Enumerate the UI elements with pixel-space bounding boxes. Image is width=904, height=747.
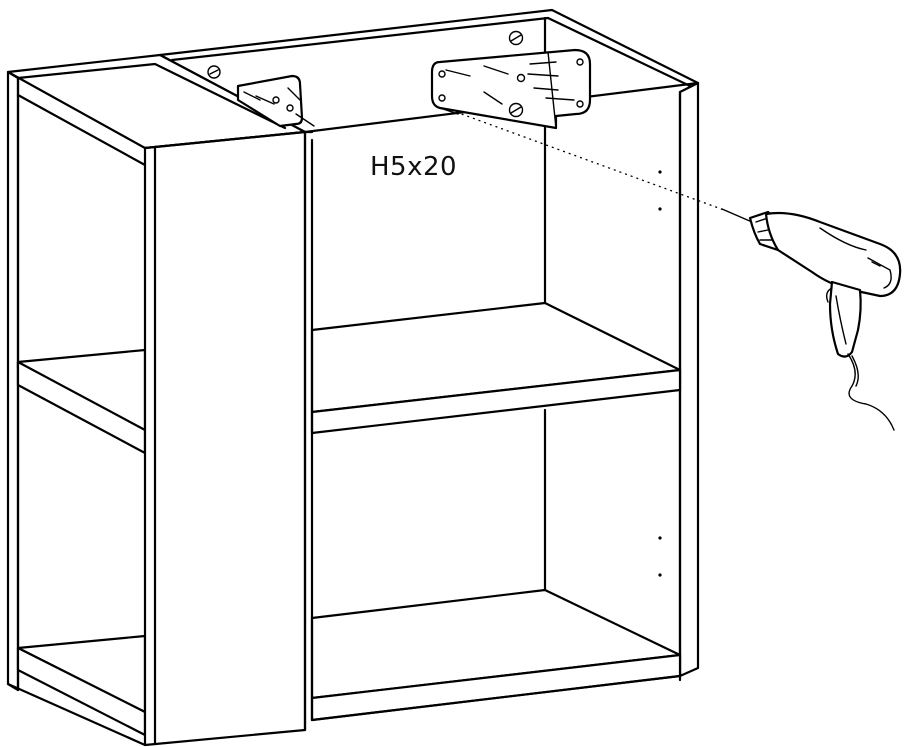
front-divider-panel [143,130,307,747]
screw-icon [439,61,575,115]
screw-icon [243,87,315,127]
left-cabinet-side-panel [6,70,20,692]
mounting-bracket-left [207,65,315,128]
left-cabinet [6,53,314,747]
cabinet-right-side-panel [678,81,700,678]
power-drill-icon [721,208,902,431]
mounting-bracket-right [430,30,592,130]
screw-size-label: H5x20 [370,152,458,182]
